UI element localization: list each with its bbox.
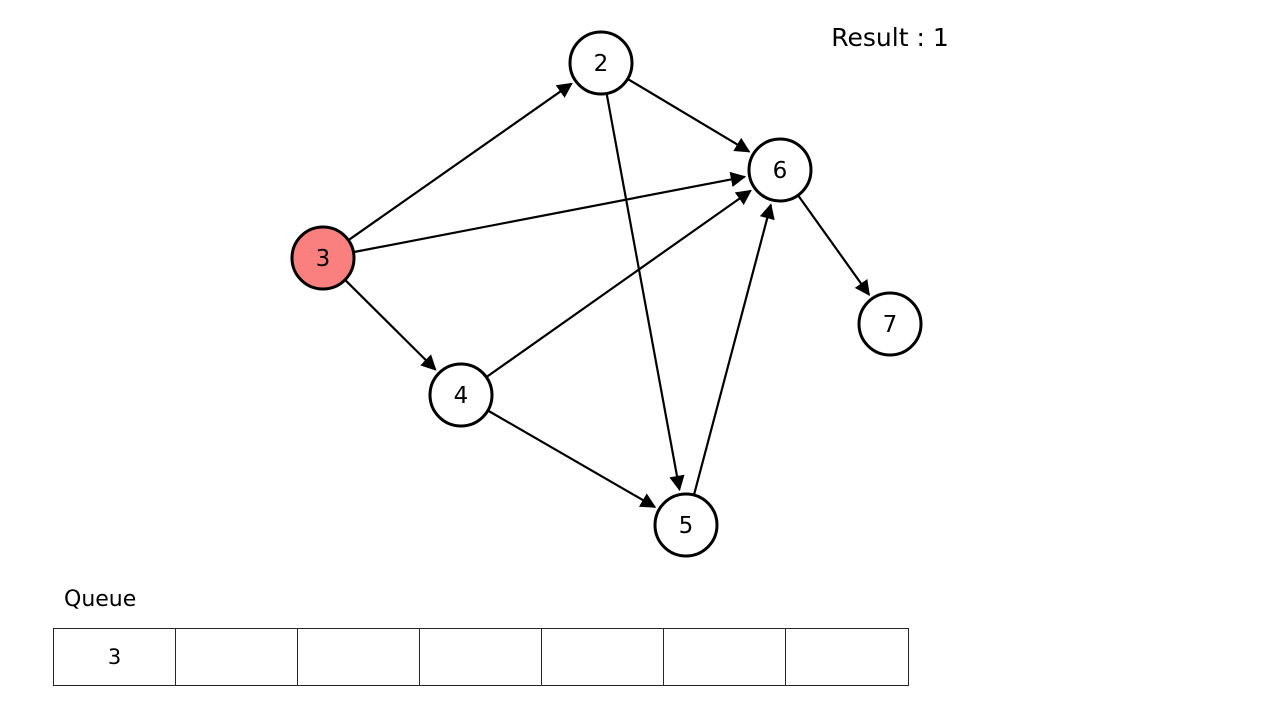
graph-edge-2-6 xyxy=(627,77,751,153)
queue-section: Queue 3 xyxy=(0,580,1280,720)
queue-cell[interactable] xyxy=(298,629,420,685)
graph-node-7[interactable]: 7 xyxy=(857,291,923,357)
graph-node-6[interactable]: 6 xyxy=(747,137,813,203)
graph-node-label-3: 3 xyxy=(316,246,331,272)
graph-node-2[interactable]: 2 xyxy=(568,30,634,96)
node-layer: 2 6 3 7 4 5 xyxy=(290,30,923,558)
queue-track: 3 xyxy=(53,628,909,686)
graph-node-3[interactable]: 3 xyxy=(290,225,356,291)
graph-canvas: 2 6 3 7 4 5 xyxy=(290,30,923,558)
graph-edge-2-5 xyxy=(605,93,685,492)
queue-cell[interactable] xyxy=(420,629,542,685)
graph-edge-3-4 xyxy=(344,279,437,371)
graph-node-circle-5[interactable] xyxy=(653,492,719,558)
queue-title: Queue xyxy=(64,587,137,612)
graph-node-4[interactable]: 4 xyxy=(428,362,494,428)
graph-node-label-5: 5 xyxy=(679,513,694,539)
graph-edge-3-2 xyxy=(347,82,573,242)
queue-cell[interactable] xyxy=(176,629,298,685)
queue-cell[interactable]: 3 xyxy=(54,629,176,685)
graph-edge-4-5 xyxy=(487,409,657,508)
graph-edge-5-6 xyxy=(692,203,775,496)
graph-node-label-7: 7 xyxy=(883,312,898,338)
graph-node-label-2: 2 xyxy=(594,51,609,77)
edge-layer xyxy=(344,77,870,508)
result-readout: Result : 1 xyxy=(831,23,949,52)
graph-edge-4-6 xyxy=(485,189,752,379)
graph-node-label-6: 6 xyxy=(773,158,788,184)
queue-cell[interactable] xyxy=(786,629,908,685)
graph-edge-6-7 xyxy=(797,194,870,296)
graph-node-circle-7[interactable] xyxy=(857,291,923,357)
graph-node-5[interactable]: 5 xyxy=(653,492,719,558)
graph-node-circle-2[interactable] xyxy=(568,30,634,96)
queue-cell[interactable] xyxy=(542,629,664,685)
graph-node-circle-4[interactable] xyxy=(428,362,494,428)
queue-cell[interactable] xyxy=(664,629,786,685)
graph-edge-3-6 xyxy=(353,171,747,254)
graph-node-label-4: 4 xyxy=(454,383,469,409)
graph-node-circle-3[interactable] xyxy=(290,225,356,291)
graph-node-circle-6[interactable] xyxy=(747,137,813,203)
